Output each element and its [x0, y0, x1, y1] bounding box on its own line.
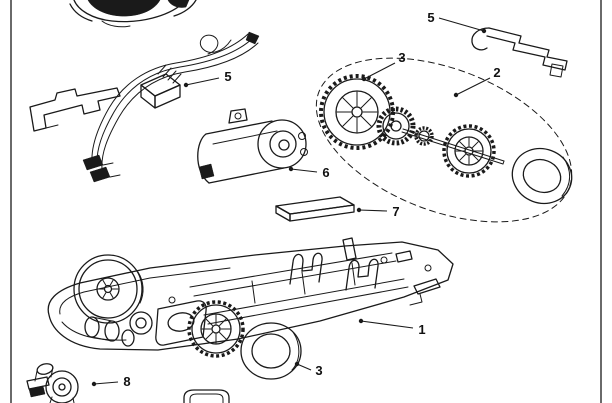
- page-border: [10, 0, 602, 403]
- callout-number: 7: [392, 204, 399, 219]
- callouts: 5 5 3 2 6 7 1: [91, 10, 501, 389]
- front-wheel: [319, 74, 395, 150]
- crown-gear: [376, 106, 416, 146]
- callout-wiring-harness: 5: [183, 69, 232, 88]
- callout-number: 1: [418, 322, 425, 337]
- callout-magnet: 7: [356, 204, 400, 219]
- callout-number: 3: [315, 363, 322, 378]
- chassis-rollers: [84, 311, 153, 347]
- callout-bracket-top-right: 5: [427, 10, 487, 34]
- wiring-harness: [82, 31, 260, 183]
- callout-number: 8: [123, 374, 130, 389]
- chassis-saddle-front: [289, 252, 323, 285]
- guide-unit: [26, 363, 79, 403]
- mounting-bracket-left: [29, 87, 121, 132]
- callout-number: 3: [398, 50, 405, 65]
- connector-plug: [140, 64, 182, 109]
- bottom-center-part: [183, 389, 230, 403]
- callout-chassis: 1: [358, 318, 426, 337]
- rear-tire: [240, 322, 302, 380]
- callout-number: 5: [224, 69, 231, 84]
- callout-rear-tire: 3: [294, 361, 323, 378]
- callout-axle-assembly: 2: [453, 65, 501, 98]
- chassis-saddle-rear: [345, 258, 379, 291]
- chassis: [47, 237, 454, 358]
- chassis-front-wheel: [73, 254, 144, 324]
- callout-number: 5: [427, 10, 434, 25]
- axle-rear-wheel: [442, 124, 496, 178]
- magnet-bar: [275, 196, 355, 222]
- pinion-gear: [414, 126, 434, 146]
- callout-number: 2: [493, 65, 500, 80]
- callout-guide-unit: 8: [91, 374, 131, 389]
- car-body-shell: [69, 0, 197, 28]
- mounting-bracket-top-right: [471, 27, 568, 78]
- wire-terminals: [82, 154, 121, 183]
- callout-front-wheel: 3: [361, 50, 406, 82]
- callout-number: 6: [322, 165, 329, 180]
- spare-tire: [511, 147, 573, 205]
- axle-shaft: [401, 128, 505, 165]
- chassis-rear-wheel: [187, 300, 245, 358]
- callout-motor: 6: [288, 165, 330, 180]
- motor: [197, 108, 308, 184]
